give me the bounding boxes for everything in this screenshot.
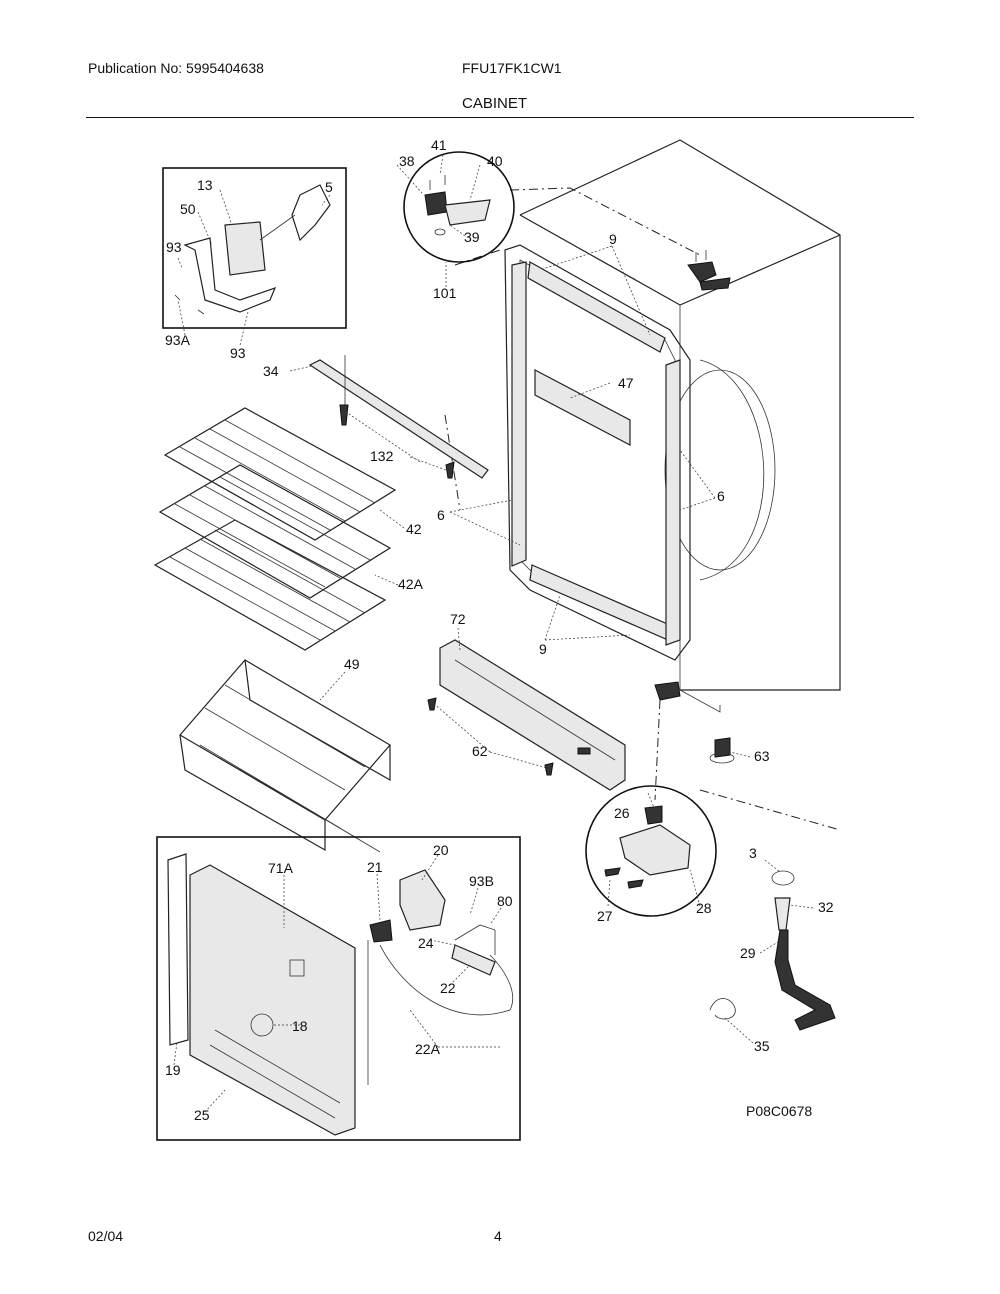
callout-6-left: 6 bbox=[437, 507, 445, 523]
callout-9-bottom: 9 bbox=[539, 641, 547, 657]
callout-50: 50 bbox=[180, 201, 196, 217]
model-number: FFU17FK1CW1 bbox=[462, 60, 562, 76]
callout-20: 20 bbox=[433, 842, 449, 858]
callout-22A: 22A bbox=[415, 1041, 441, 1057]
callout-132: 132 bbox=[370, 448, 394, 464]
page-number: 4 bbox=[494, 1228, 502, 1244]
callout-24: 24 bbox=[418, 935, 434, 951]
shelf-rail-34 bbox=[308, 355, 489, 479]
kick-plate-72 bbox=[427, 639, 626, 791]
callout-93-top: 93 bbox=[166, 239, 182, 255]
callout-19: 19 bbox=[165, 1062, 181, 1078]
callout-93B: 93B bbox=[469, 873, 494, 889]
fan-assembly-box bbox=[162, 167, 347, 329]
callout-42A: 42A bbox=[398, 576, 424, 592]
section-title: CABINET bbox=[462, 95, 528, 112]
callout-5: 5 bbox=[325, 179, 333, 195]
callout-28: 28 bbox=[696, 900, 712, 916]
callout-63: 63 bbox=[754, 748, 770, 764]
callout-34: 34 bbox=[263, 363, 279, 379]
callout-40: 40 bbox=[487, 153, 503, 169]
leveling-leg-63 bbox=[709, 737, 735, 764]
publication-date: 02/04 bbox=[88, 1228, 124, 1244]
callout-41: 41 bbox=[431, 137, 447, 153]
detail-circle-101 bbox=[403, 151, 515, 263]
callout-71A: 71A bbox=[268, 860, 294, 876]
callout-27: 27 bbox=[597, 908, 613, 924]
basket-49 bbox=[179, 659, 391, 853]
header-divider bbox=[86, 117, 914, 118]
callout-21: 21 bbox=[367, 859, 383, 875]
cabinet-body bbox=[504, 139, 841, 713]
callout-80: 80 bbox=[497, 893, 513, 909]
callout-42: 42 bbox=[406, 521, 422, 537]
callout-62: 62 bbox=[472, 743, 488, 759]
callout-72: 72 bbox=[450, 611, 466, 627]
callout-leaders bbox=[173, 154, 814, 1113]
control-box bbox=[156, 836, 521, 1141]
wire-shelves bbox=[153, 407, 397, 651]
detail-circle-hinge bbox=[585, 785, 717, 917]
callout-93-bottom: 93 bbox=[230, 345, 246, 361]
callout-25: 25 bbox=[194, 1107, 210, 1123]
callout-93A: 93A bbox=[165, 332, 191, 348]
callout-49: 49 bbox=[344, 656, 360, 672]
callout-13: 13 bbox=[197, 177, 213, 193]
callout-35: 35 bbox=[754, 1038, 770, 1054]
callout-9-top: 9 bbox=[609, 231, 617, 247]
callout-29: 29 bbox=[740, 945, 756, 961]
callout-22: 22 bbox=[440, 980, 456, 996]
callout-32: 32 bbox=[818, 899, 834, 915]
callout-47: 47 bbox=[618, 375, 634, 391]
drawing-id: P08C0678 bbox=[746, 1103, 812, 1119]
callout-18: 18 bbox=[292, 1018, 308, 1034]
callout-labels: 41 38 40 39 101 13 5 50 93 93A 93 34 132… bbox=[165, 137, 834, 1123]
callout-39: 39 bbox=[464, 229, 480, 245]
callout-101: 101 bbox=[433, 285, 457, 301]
callout-6-right: 6 bbox=[717, 488, 725, 504]
callout-26: 26 bbox=[614, 805, 630, 821]
drain-parts bbox=[709, 870, 836, 1031]
callout-38: 38 bbox=[399, 153, 415, 169]
publication-number: Publication No: 5995404638 bbox=[88, 60, 264, 76]
callout-3: 3 bbox=[749, 845, 757, 861]
